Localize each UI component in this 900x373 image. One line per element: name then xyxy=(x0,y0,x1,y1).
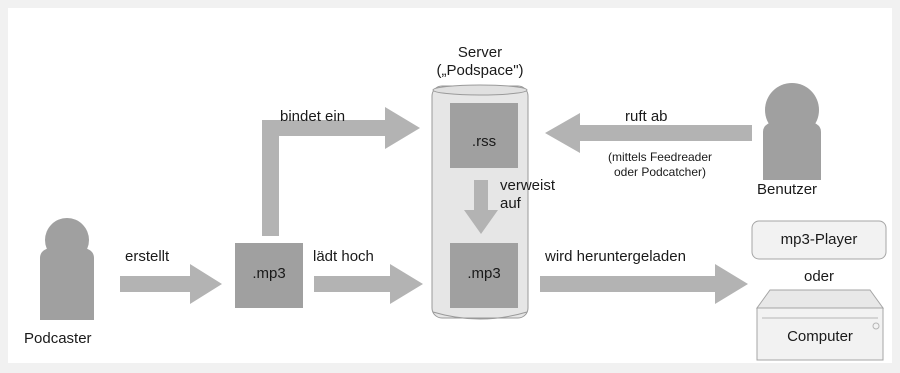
server-mp3-label: .mp3 xyxy=(467,265,501,282)
label-erstellt: erstellt xyxy=(125,248,170,265)
local-mp3-label: .mp3 xyxy=(252,265,286,282)
server-title: Server („Podspace") xyxy=(430,44,530,80)
label-computer: Computer xyxy=(787,328,853,345)
benutzer-person-icon xyxy=(763,83,821,180)
server-title-line1: Server xyxy=(457,44,503,61)
rss-file-label: .rss xyxy=(471,133,497,150)
arrow-ruft-ab xyxy=(545,113,752,153)
label-mp3-player: mp3-Player xyxy=(780,231,858,248)
arrow-laedt-hoch xyxy=(314,264,423,304)
label-laedt-hoch: lädt hoch xyxy=(313,248,374,265)
label-bindet-ein: bindet ein xyxy=(280,108,346,125)
rss-file-box: .rss xyxy=(450,103,518,168)
label-ruft-ab-note-line1: (mittels Feedreader xyxy=(607,150,713,164)
podcaster-person-icon xyxy=(40,218,94,320)
mp3-player-box xyxy=(751,220,887,260)
label-verweist-auf: verweist auf xyxy=(500,177,555,213)
label-ruft-ab-note-line2: oder Podcatcher) xyxy=(613,165,707,179)
label-oder: oder xyxy=(803,268,835,285)
server-mp3-box: .mp3 xyxy=(450,243,518,308)
local-mp3-box: .mp3 xyxy=(235,243,303,308)
label-verweist-line2: auf xyxy=(500,195,521,212)
server-title-line2: („Podspace") xyxy=(436,62,524,79)
label-ruft-ab-note: (mittels Feedreader oder Podcatcher) xyxy=(585,150,735,180)
label-podcaster: Podcaster xyxy=(24,330,92,347)
label-ruft-ab: ruft ab xyxy=(625,108,668,125)
label-benutzer: Benutzer xyxy=(757,181,818,198)
arrow-heruntergeladen xyxy=(540,264,748,304)
label-verweist-line1: verweist xyxy=(500,177,556,194)
arrow-verweist-auf xyxy=(464,180,498,234)
label-heruntergeladen: wird heruntergeladen xyxy=(545,248,686,265)
arrow-bindet-ein xyxy=(262,107,420,236)
arrow-erstellt xyxy=(120,264,222,304)
computer-icon xyxy=(756,289,884,361)
